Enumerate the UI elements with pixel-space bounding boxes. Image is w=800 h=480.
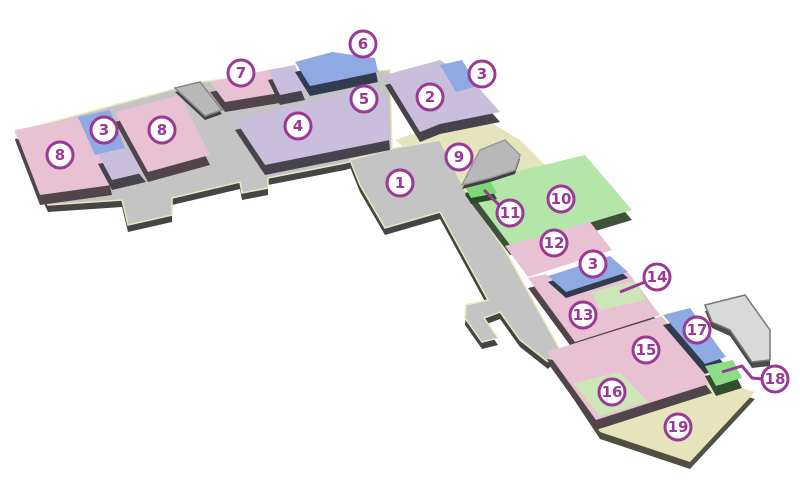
marker-label: 8 [55, 146, 65, 164]
marker-label: 7 [236, 64, 246, 82]
marker-18[interactable]: 18 [760, 364, 790, 394]
marker-label: 17 [687, 321, 708, 339]
marker-label: 8 [157, 121, 167, 139]
room-west-lavender [98, 148, 146, 180]
marker-label: 9 [454, 148, 464, 166]
marker-label: 5 [359, 90, 369, 108]
marker-14[interactable]: 14 [642, 262, 672, 292]
marker-8-east[interactable]: 8 [147, 115, 177, 145]
marker-1[interactable]: 1 [385, 168, 415, 198]
marker-3-north[interactable]: 3 [467, 59, 497, 89]
marker-label: 11 [500, 204, 521, 222]
marker-6[interactable]: 6 [348, 29, 378, 59]
marker-label: 3 [477, 65, 487, 83]
room-3-north [440, 60, 478, 92]
leader-11 [482, 188, 502, 208]
leader-14 [619, 280, 646, 294]
marker-label: 10 [551, 190, 572, 208]
marker-9[interactable]: 9 [444, 142, 474, 172]
marker-label: 12 [544, 234, 565, 252]
marker-label: 18 [765, 370, 786, 388]
marker-label: 16 [602, 383, 623, 401]
marker-11[interactable]: 11 [495, 198, 525, 228]
leader-lines [482, 188, 763, 381]
marker-label: 3 [99, 121, 109, 139]
marker-3-east[interactable]: 3 [578, 249, 608, 279]
marker-5[interactable]: 5 [349, 84, 379, 114]
marker-label: 15 [636, 341, 657, 359]
marker-label: 4 [293, 117, 303, 135]
leader-18 [721, 364, 763, 381]
marker-3-west[interactable]: 3 [89, 115, 119, 145]
stairs-north [460, 139, 521, 187]
marker-label: 6 [358, 35, 368, 53]
marker-label: 3 [588, 255, 598, 273]
marker-10[interactable]: 10 [546, 184, 576, 214]
marker-7[interactable]: 7 [226, 58, 256, 88]
marker-13[interactable]: 13 [568, 300, 598, 330]
marker-4[interactable]: 4 [283, 111, 313, 141]
marker-17[interactable]: 17 [682, 315, 712, 345]
marker-16[interactable]: 16 [597, 377, 627, 407]
marker-label: 1 [395, 174, 405, 192]
room-6 [295, 52, 378, 86]
marker-label: 13 [573, 306, 594, 324]
marker-8-west[interactable]: 8 [45, 140, 75, 170]
stairs-west [173, 81, 224, 117]
marker-15[interactable]: 15 [631, 335, 661, 365]
marker-label: 19 [668, 418, 689, 436]
marker-19[interactable]: 19 [663, 412, 693, 442]
room-4 [235, 90, 390, 165]
marker-label: 14 [647, 268, 668, 286]
marker-2[interactable]: 2 [415, 82, 445, 112]
stairs-east [703, 294, 771, 363]
room-markers: 1 2 3 3 3 4 5 6 7 8 8 9 10 11 12 13 14 1… [45, 29, 790, 442]
marker-12[interactable]: 12 [539, 228, 569, 258]
marker-label: 2 [425, 88, 435, 106]
stairs [173, 81, 771, 368]
